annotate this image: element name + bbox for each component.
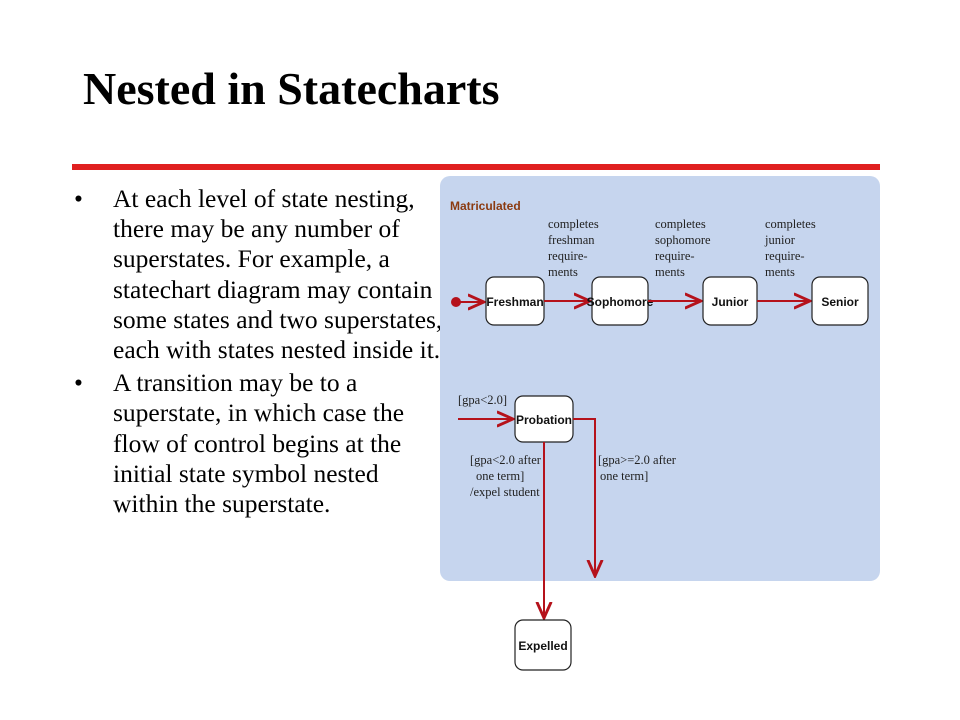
bullet-item: • At each level of state nesting, there … bbox=[72, 184, 444, 365]
transition-reinstate-arrow bbox=[573, 418, 595, 576]
state-senior-label: Senior bbox=[821, 295, 859, 309]
superstate-label: Matriculated bbox=[450, 199, 521, 213]
transition-junior-senior-label: completes junior require- ments bbox=[764, 217, 819, 279]
statechart-diagram: Matriculated Freshman completes freshman… bbox=[440, 176, 880, 676]
slide-title: Nested in Statecharts bbox=[83, 63, 500, 114]
statechart-svg: Matriculated Freshman completes freshman… bbox=[440, 176, 880, 671]
state-probation-label: Probation bbox=[516, 413, 572, 427]
bullet-list: • At each level of state nesting, there … bbox=[72, 184, 444, 522]
bullet-text: A transition may be to a superstate, in … bbox=[113, 368, 405, 519]
state-sophomore-label: Sophomore bbox=[587, 295, 654, 309]
bullet-marker: • bbox=[74, 368, 83, 398]
bullet-item: • A transition may be to a superstate, i… bbox=[72, 368, 444, 519]
transition-expel-label: [gpa<2.0 after one term] /expel student bbox=[470, 453, 544, 499]
state-senior bbox=[811, 276, 869, 326]
state-expelled-label: Expelled bbox=[518, 639, 567, 653]
title-underline bbox=[72, 164, 880, 170]
state-expelled bbox=[514, 619, 572, 671]
state-freshman-label: Freshman bbox=[486, 295, 543, 309]
superstate-matriculated bbox=[440, 176, 880, 581]
bullet-marker: • bbox=[74, 184, 83, 213]
transition-reinstate-label: [gpa>=2.0 after one term] bbox=[598, 453, 679, 483]
transition-sophomore-junior-label: completes sophomore require- ments bbox=[655, 217, 714, 279]
state-junior-label: Junior bbox=[712, 295, 749, 309]
transition-to-probation-label: [gpa<2.0] bbox=[458, 393, 507, 407]
bullet-text: At each level of state nesting, there ma… bbox=[113, 184, 443, 365]
transition-freshman-sophomore-label: completes freshman require- ments bbox=[548, 217, 602, 279]
